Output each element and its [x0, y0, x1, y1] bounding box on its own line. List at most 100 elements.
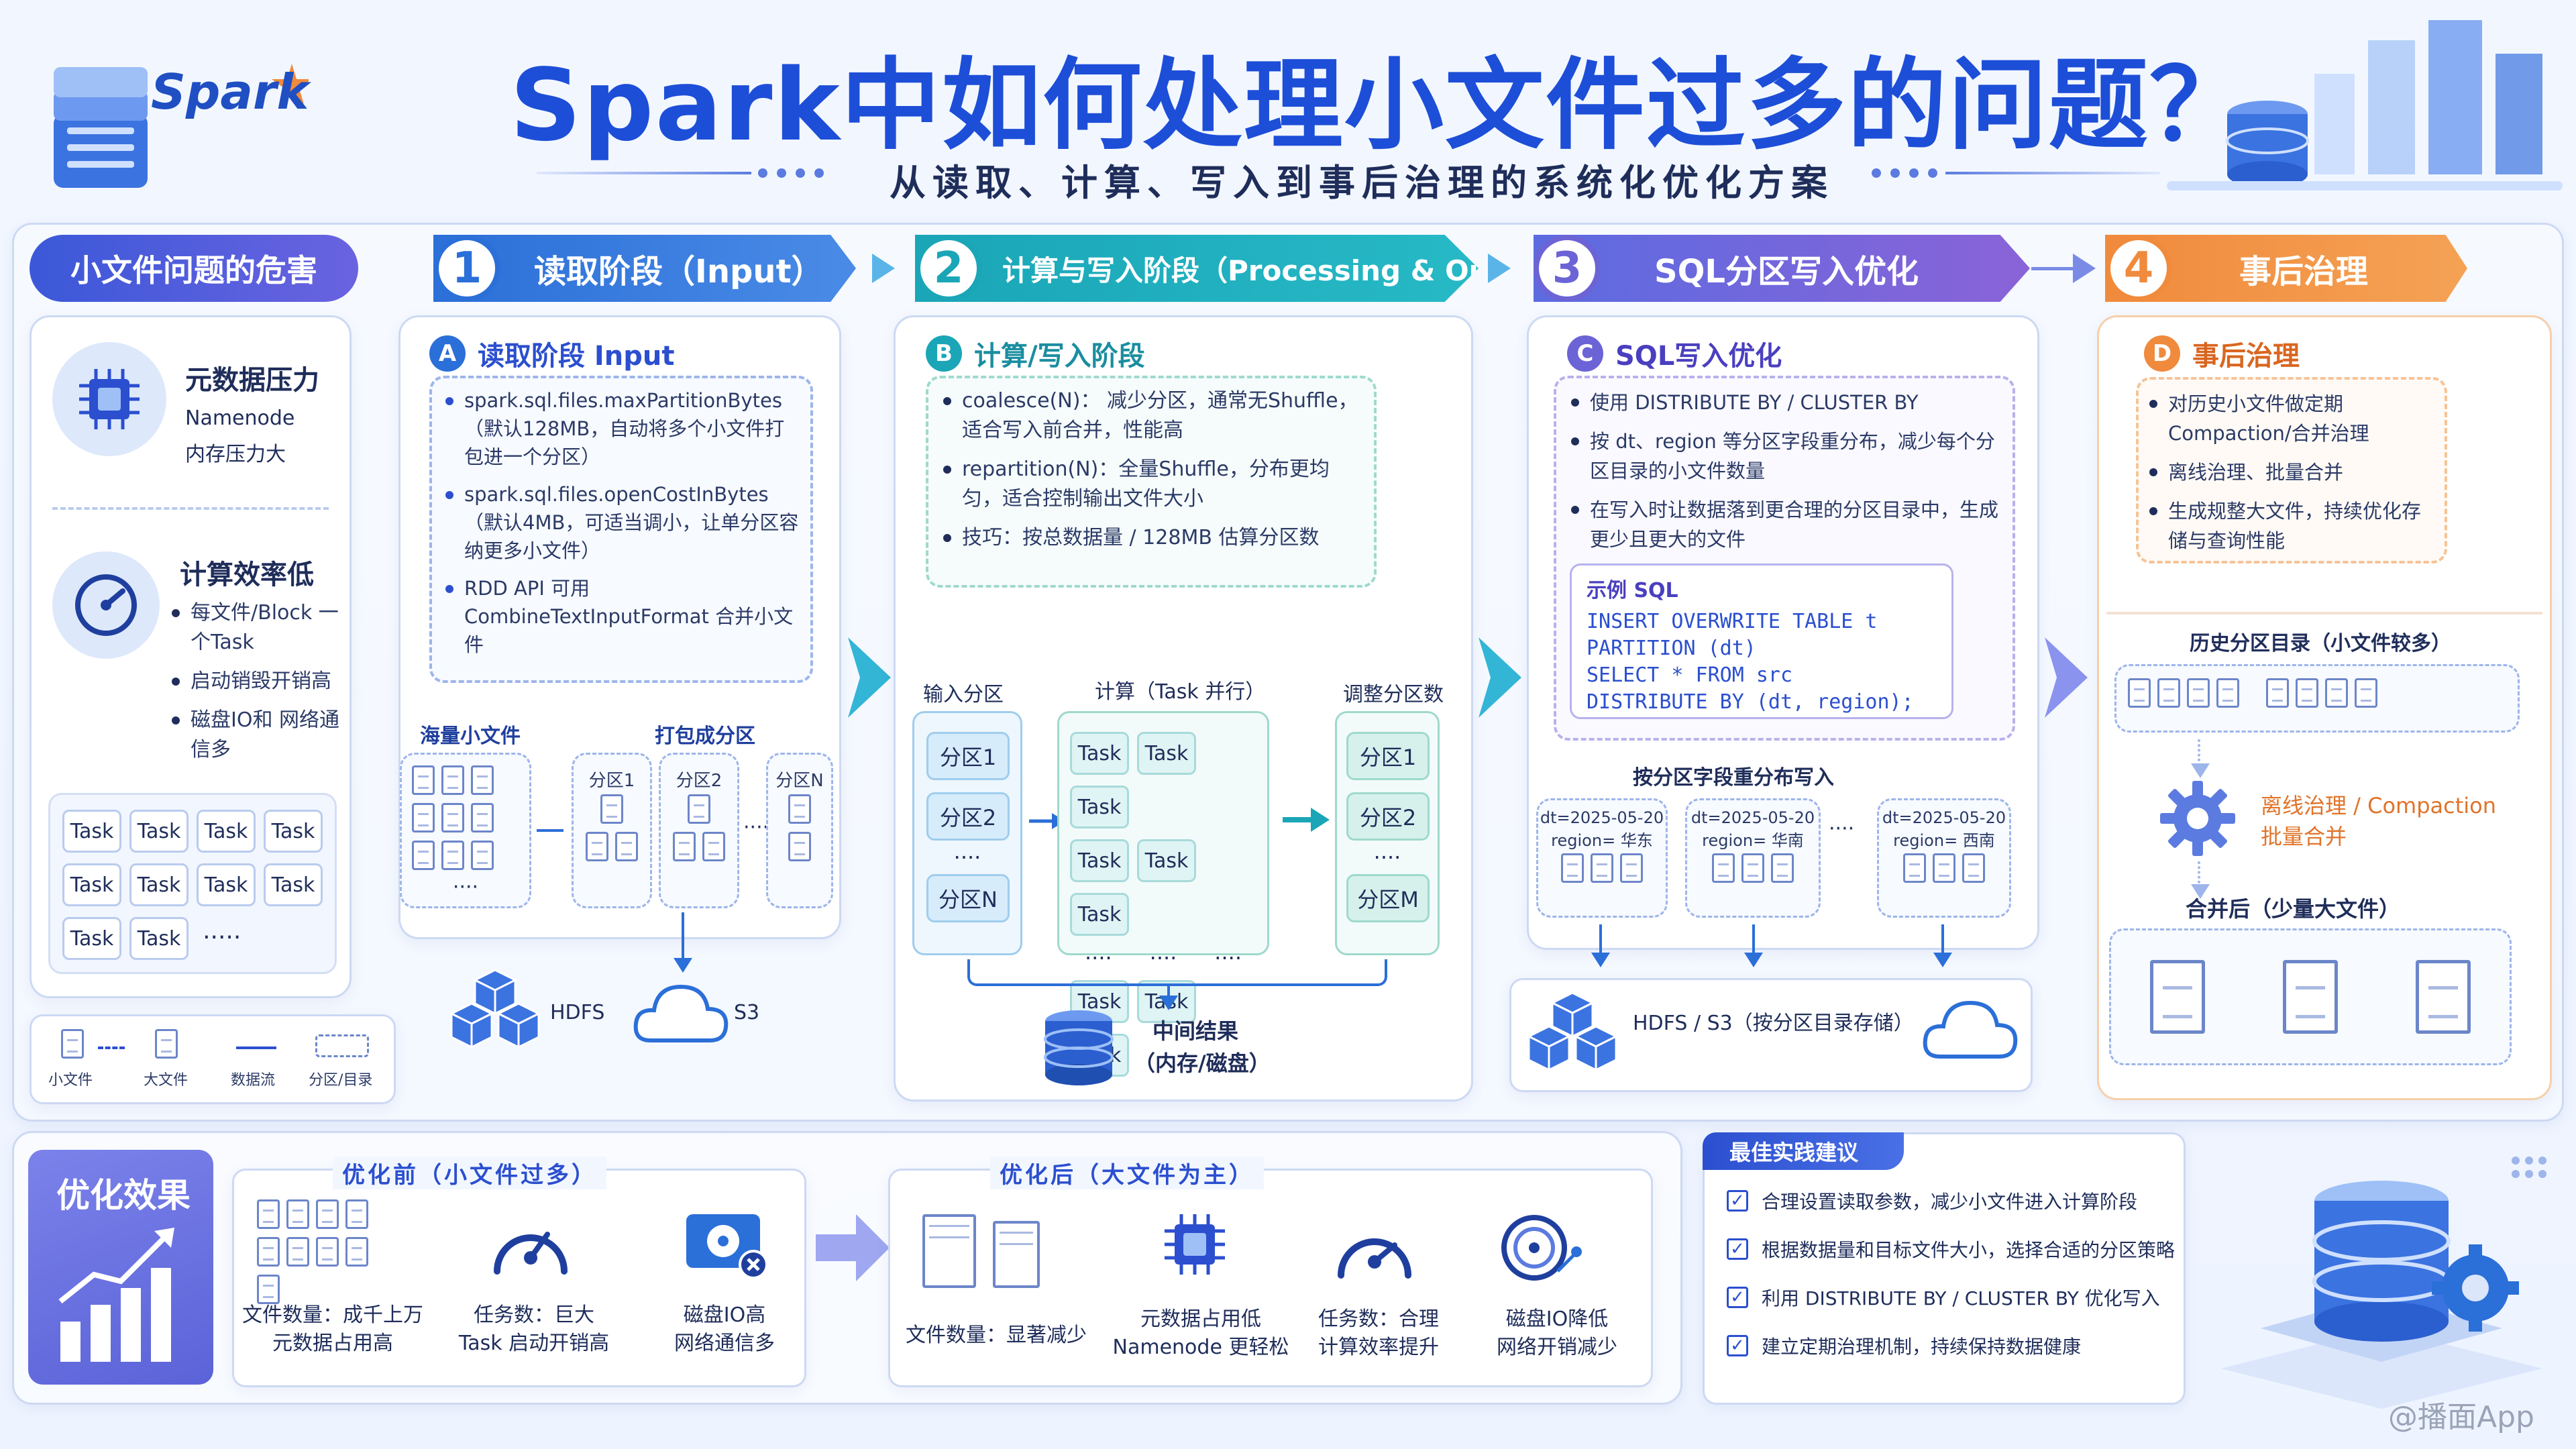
check-icon: ✓ [1727, 1238, 1748, 1260]
intermediate-arrow-line [1167, 983, 1170, 997]
stage-4-label: 事后治理 [2239, 253, 2369, 290]
massive-files-label: 海量小文件 [420, 724, 521, 748]
legend-partition-box [315, 1034, 369, 1057]
compute-more: ···· [1214, 945, 1242, 971]
partition-dir-region: region= 华东 [1551, 831, 1653, 850]
storage-label: HDFS / S3（按分区目录存储） [1633, 1012, 1914, 1035]
practice-banner: 最佳实践建议 [1703, 1132, 1904, 1170]
after-metric-l1: 磁盘IO降低 [1505, 1307, 1609, 1331]
massive-files-more: ···· [452, 875, 479, 899]
compute-task: Task [1070, 839, 1129, 882]
before-metric-l1: 文件数量：成千上万 [242, 1303, 423, 1327]
stage-arrow [2073, 254, 2096, 283]
sql-example-box: 示例 SQL INSERT OVERWRITE TABLE t PARTITIO… [1570, 564, 1953, 719]
spark-logo [27, 27, 312, 201]
output-partition: 分区2 [1346, 792, 1430, 841]
output-partition: 分区1 [1346, 732, 1430, 780]
stage-a-badge: A [429, 335, 466, 372]
gauge-icon [52, 551, 160, 659]
input-partition-more: ···· [953, 845, 981, 870]
after-arrow-dots [2198, 861, 2200, 888]
adjust-label: 调整分区数 [1343, 683, 1444, 706]
after-label: 合并后（少量大文件） [2186, 896, 2401, 922]
hdfs-arrow-line [682, 912, 684, 959]
stage-c-heading: C SQL写入优化 [1567, 334, 1782, 373]
after-arrow-head [2191, 884, 2210, 899]
intermediate-arrow-head [1159, 996, 1178, 1010]
stage-d-item: 生成规整大文件，持续优化存储与查询性能 [2145, 496, 2438, 555]
big-flow-arrow [2045, 637, 2088, 720]
partition-dir-region: region= 西南 [1893, 831, 1995, 850]
stage-a-item: spark.sql.files.maxPartitionBytes（默认128M… [441, 386, 801, 471]
storage-arrow-line [1941, 924, 1944, 954]
merge-bracket [967, 959, 1387, 986]
stage-2-banner: 2 计算与写入阶段（Processing & Output） [915, 235, 1479, 302]
input-partition: 分区1 [926, 732, 1010, 780]
stage-c-badge: C [1567, 335, 1603, 372]
efficiency-title: 计算效率低 [180, 559, 314, 590]
before-title: 优化前（小文件过多） [333, 1157, 606, 1189]
stage-b-title: 计算/写入阶段 [974, 341, 1145, 372]
compute-task: Task [1137, 980, 1196, 1023]
disk-network-icon [1497, 1208, 1585, 1291]
practice-list: ✓合理设置读取参数，减少小文件进入计算阶段 ✓根据数据量和目标文件大小，选择合适… [1727, 1187, 2176, 1359]
stage-d-title: 事后治理 [2192, 341, 2300, 372]
before-metric: 文件数量：成千上万 元数据占用高 [239, 1301, 427, 1358]
after-metric-l1: 任务数：合理 [1318, 1307, 1439, 1331]
stage-a-title: 读取阶段 Input [478, 341, 675, 372]
redistribute-label: 按分区字段重分布写入 [1633, 766, 1834, 790]
metadata-line1: Namenode [185, 407, 295, 430]
partition-label: 分区1 [588, 771, 635, 791]
stage-a-item: RDD API 可用 CombineTextInputFormat 合并小文件 [441, 574, 801, 659]
storage-arrow-head [1933, 953, 1952, 967]
legend-small-file: 小文件 [48, 1072, 93, 1089]
after-metric-l1: 文件数量：显著减少 [906, 1324, 1087, 1347]
stage-b-heading: B 计算/写入阶段 [926, 334, 1145, 373]
partition-dir-more: ···· [1829, 817, 1855, 841]
compute-task: Task [1070, 786, 1129, 828]
stage-a-params-box: spark.sql.files.maxPartitionBytes（默认128M… [429, 376, 813, 683]
pack-partition-label: 打包成分区 [655, 724, 755, 748]
legend-partition: 分区/目录 [309, 1072, 373, 1089]
partition-dir-dt: dt=2025-05-20 [1690, 808, 1815, 827]
output-partition: 分区M [1346, 874, 1430, 922]
efficiency-item: 每文件/Block 一个Task [168, 598, 342, 657]
task-chip: Task [264, 863, 323, 906]
city-database-illustration [2167, 13, 2563, 215]
check-icon: ✓ [1727, 1335, 1748, 1356]
task-chip: Task [264, 810, 323, 853]
before-metric-l1: 任务数：巨大 [474, 1303, 594, 1327]
after-metric: 任务数：合理 计算效率提升 [1295, 1305, 1462, 1362]
task-chip: Task [62, 863, 121, 906]
hdfs-icon [448, 963, 542, 1060]
stage-d-params-box: 对历史小文件做定期 Compaction/合并治理 离线治理、批量合并 生成规整… [2136, 377, 2447, 564]
disk-io-icon [683, 1208, 770, 1284]
cloud-icon [1920, 993, 2021, 1069]
stage-1-number: 1 [433, 235, 500, 302]
legend-big-file: 大文件 [144, 1072, 189, 1089]
legend-panel [30, 1014, 396, 1104]
stage-b-item: repartition(N)：全量Shuffle，分布更均匀，适合控制输出文件大… [939, 455, 1363, 514]
task-more: ····· [203, 923, 241, 951]
legend-big-file-icon [152, 1026, 181, 1064]
practice-item: ✓利用 DISTRIBUTE BY / CLUSTER BY 优化写入 [1727, 1284, 2176, 1311]
practice-item-text: 建立定期治理机制，持续保持数据健康 [1762, 1336, 2082, 1358]
offline-line1: 离线治理 / Compaction [2261, 793, 2497, 818]
after-metric-l2: 计算效率提升 [1318, 1336, 1439, 1359]
partition-dir-region: region= 华南 [1702, 831, 1804, 850]
database-icon [1038, 1008, 1119, 1091]
before-metric-l2: Task 启动开销高 [458, 1332, 610, 1355]
after-metric: 磁盘IO降低 网络开销减少 [1473, 1305, 1641, 1362]
partition-dir-box: dt=2025-05-20 region= 西南 [1877, 798, 2011, 918]
partition-dir-dt: dt=2025-05-20 [1882, 808, 2006, 827]
stage-b-item: coalesce(N)： 减少分区，通常无Shuffle，适合写入前合并，性能高 [939, 386, 1363, 445]
after-metric-l1: 元数据占用低 [1140, 1307, 1261, 1331]
before-metric-l2: 元数据占用高 [272, 1332, 393, 1355]
task-chip: Task [129, 917, 189, 960]
page-subtitle: 从读取、计算、写入到事后治理的系统化优化方案 [890, 162, 1834, 204]
efficiency-list: 每文件/Block 一个Task 启动销毁开销高 磁盘IO和 网络通信多 [168, 598, 342, 774]
partition-dir-box: dt=2025-05-20 region= 华东 [1536, 798, 1668, 918]
practice-item-text: 利用 DISTRIBUTE BY / CLUSTER BY 优化写入 [1762, 1287, 2160, 1309]
